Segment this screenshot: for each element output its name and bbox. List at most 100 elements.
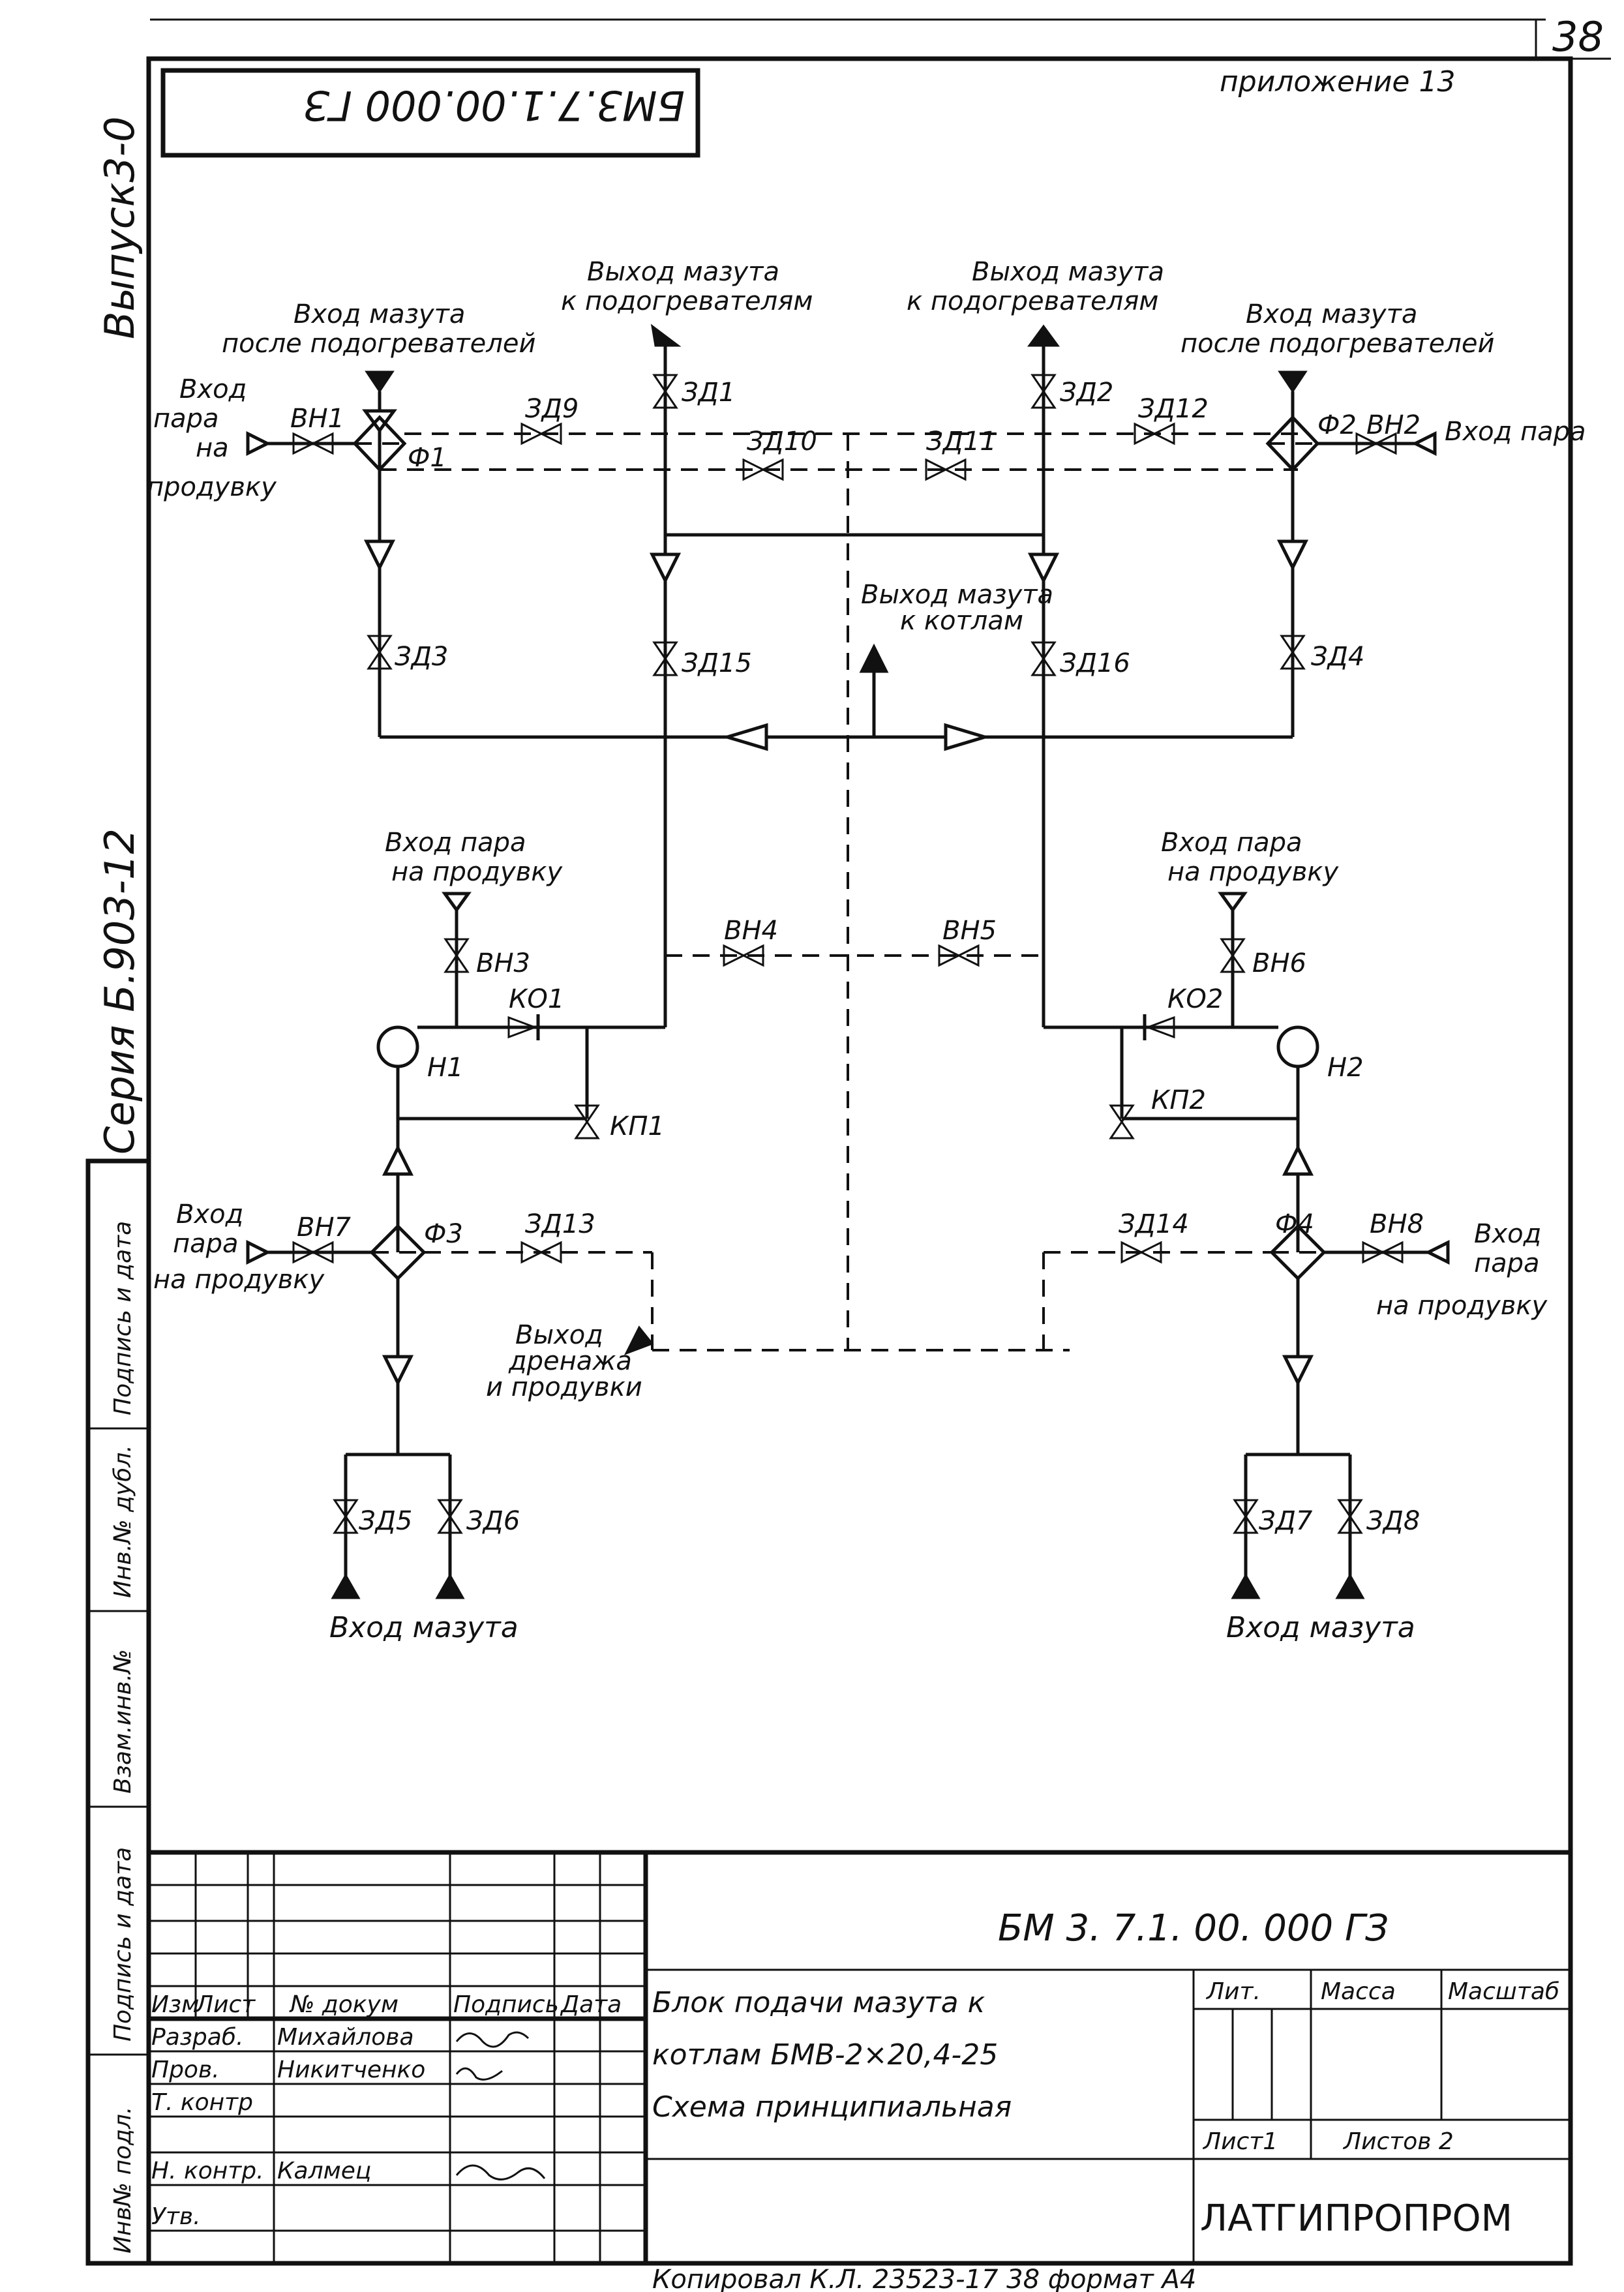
tag-f1: Ф1: [408, 443, 447, 473]
tag-f2: Ф2: [1317, 410, 1357, 440]
valve-vn7-symbol: [292, 1241, 334, 1264]
tb-sheet-label: Лист1: [1202, 2128, 1278, 2155]
signature-ncontrol: [455, 2164, 546, 2180]
tb-name-developer: Михайлова: [277, 2024, 414, 2051]
valve-zd10-symbol: [742, 458, 784, 481]
filter-f2-symbol: [1265, 415, 1320, 472]
valve-vn5-symbol: [938, 944, 980, 967]
tag-n2: Н2: [1327, 1053, 1364, 1083]
label-steam-tl-2: пара: [153, 404, 219, 434]
tb-role-checker: Пров.: [151, 2057, 220, 2083]
drain-outlet-arrow: [624, 1325, 654, 1355]
boiler-outlet-arrow: [859, 643, 889, 673]
tag-vn7: ВН7: [297, 1213, 352, 1243]
valve-zd1-symbol: [652, 374, 678, 409]
margin-col-inv: Инв№ подл.: [110, 2107, 136, 2254]
tb-name-ncontrol: Калмец: [277, 2158, 371, 2184]
label-drain-2: дренажа: [508, 1346, 632, 1376]
tb-title-line-3: Схема принципиальная: [652, 2090, 1012, 2124]
valve-zd16-symbol: [1030, 641, 1057, 676]
valve-vn8-symbol: [1362, 1241, 1404, 1264]
margin-col-dup: Инв.№ дубл.: [110, 1445, 136, 1598]
tag-f3: Ф3: [424, 1219, 463, 1249]
valve-zd12-symbol: [1134, 422, 1175, 445]
rotated-code-box: БМ3.7.1.00.000 ГЗ: [160, 68, 700, 158]
tag-kp1: КП1: [610, 1111, 665, 1141]
label-steam-mr-2: на продувку: [1167, 857, 1339, 887]
tag-zd3: ЗД3: [395, 642, 448, 672]
valve-vn1-symbol: [292, 432, 334, 455]
valve-zd14-symbol: [1120, 1241, 1162, 1264]
tag-zd7: ЗД7: [1259, 1506, 1313, 1536]
tag-vn5: ВН5: [942, 916, 997, 946]
page-number: 38: [1552, 13, 1604, 61]
tag-vn6: ВН6: [1252, 948, 1306, 978]
tag-zd6: ЗД6: [466, 1506, 520, 1536]
check-valve-ko2-symbol: [1143, 1014, 1175, 1040]
valve-zd5-symbol: [333, 1499, 359, 1534]
pump-n2-symbol: [1276, 1025, 1319, 1068]
tag-ko1: КО1: [509, 984, 564, 1014]
valve-zd4-symbol: [1280, 635, 1306, 670]
label-in-fuel-after-heater-right-1: Вход мазута: [1246, 299, 1417, 329]
tb-sheets-label: Листов 2: [1342, 2128, 1454, 2155]
tag-zd4: ЗД4: [1311, 642, 1364, 672]
tb-doc-code: БМ 3. 7.1. 00. 000 ГЗ: [998, 1907, 1389, 1950]
inlet-arrow-zd7: [1231, 1573, 1261, 1599]
margin-col-sign-date-2: Подпись и дата: [110, 1847, 136, 2042]
rotated-doc-code: БМ3.7.1.00.000 ГЗ: [304, 82, 685, 129]
margin-col-replace: Взам.инв.№: [110, 1649, 136, 1794]
label-steam-tl-3: на: [196, 433, 229, 463]
label-steam-ml-1: Вход пара: [385, 828, 526, 858]
valve-zd6-symbol: [437, 1499, 463, 1534]
label-drain-3: и продувки: [486, 1372, 642, 1402]
margin-stamp: Подпись и дата Инв.№ дубл. Взам.инв.№ По…: [85, 1158, 151, 2266]
tag-kp2: КП2: [1151, 1085, 1206, 1115]
pump-n1-symbol: [376, 1025, 419, 1068]
label-steam-ml-2: на продувку: [391, 857, 563, 887]
valve-zd13-symbol: [520, 1241, 562, 1264]
valve-zd8-symbol: [1337, 1499, 1363, 1534]
tag-zd2: ЗД2: [1060, 378, 1113, 408]
label-steam-ll-2: пара: [173, 1229, 239, 1259]
label-out-boilers-2: к котлам: [900, 606, 1023, 636]
valve-zd9-symbol: [520, 422, 562, 445]
tag-f4: Ф4: [1275, 1209, 1314, 1239]
tag-zd12: ЗД12: [1138, 394, 1209, 424]
tag-zd14: ЗД14: [1119, 1209, 1189, 1239]
label-in-fuel-after-heater-left-1: Вход мазута: [293, 299, 465, 329]
label-drain-1: Выход: [515, 1320, 603, 1350]
signature-checker: [455, 2067, 503, 2081]
tag-vn2: ВН2: [1366, 410, 1421, 440]
tb-lit-label: Лит.: [1205, 1978, 1261, 2005]
label-in-fuel-after-heater-right-2: после подогревателей: [1180, 329, 1494, 359]
valve-zd7-symbol: [1233, 1499, 1259, 1534]
label-out-fuel-left-2: к подогревателям: [561, 286, 813, 316]
label-steam-lr-3: на продувку: [1376, 1291, 1548, 1321]
tag-zd10: ЗД10: [747, 427, 817, 457]
footer-copy-note: Копировал К.Л. 23523-17 38 формат А4: [652, 2265, 1196, 2292]
side-series: Серия Б.903-12: [96, 828, 143, 1154]
label-in-fuel-after-heater-left-2: после подогревателей: [222, 329, 535, 359]
diagram: Вход мазута после подогревателей Выход м…: [147, 257, 1586, 1644]
outlet-arrow-right: [1027, 324, 1060, 347]
signature-developer: [455, 2031, 530, 2048]
tag-zd1: ЗД1: [682, 378, 735, 408]
tb-role-tcontrol: Т. контр: [151, 2089, 253, 2116]
valve-vn3-symbol: [444, 938, 470, 973]
valve-zd15-symbol: [652, 641, 678, 676]
valve-zd3-symbol: [367, 635, 393, 670]
label-steam-ll-3: на продувку: [153, 1265, 325, 1295]
inlet-arrow-zd5: [331, 1573, 361, 1599]
label-steam-tl-1: Вход: [179, 374, 247, 404]
relief-valve-kp1-symbol: [574, 1104, 600, 1139]
tag-ko2: КО2: [1167, 984, 1223, 1014]
label-steam-mr-1: Вход пара: [1161, 828, 1302, 858]
tag-vn3: ВН3: [476, 948, 530, 978]
tb-organization: ЛАТГИПРОПРОМ: [1200, 2197, 1512, 2240]
valve-vn6-symbol: [1220, 938, 1246, 973]
tb-title-line-1: Блок подачи мазута к: [652, 1986, 985, 2019]
tag-n1: Н1: [427, 1053, 464, 1083]
tag-zd5: ЗД5: [359, 1506, 412, 1536]
tb-col-doc: № докум: [289, 1991, 398, 2018]
